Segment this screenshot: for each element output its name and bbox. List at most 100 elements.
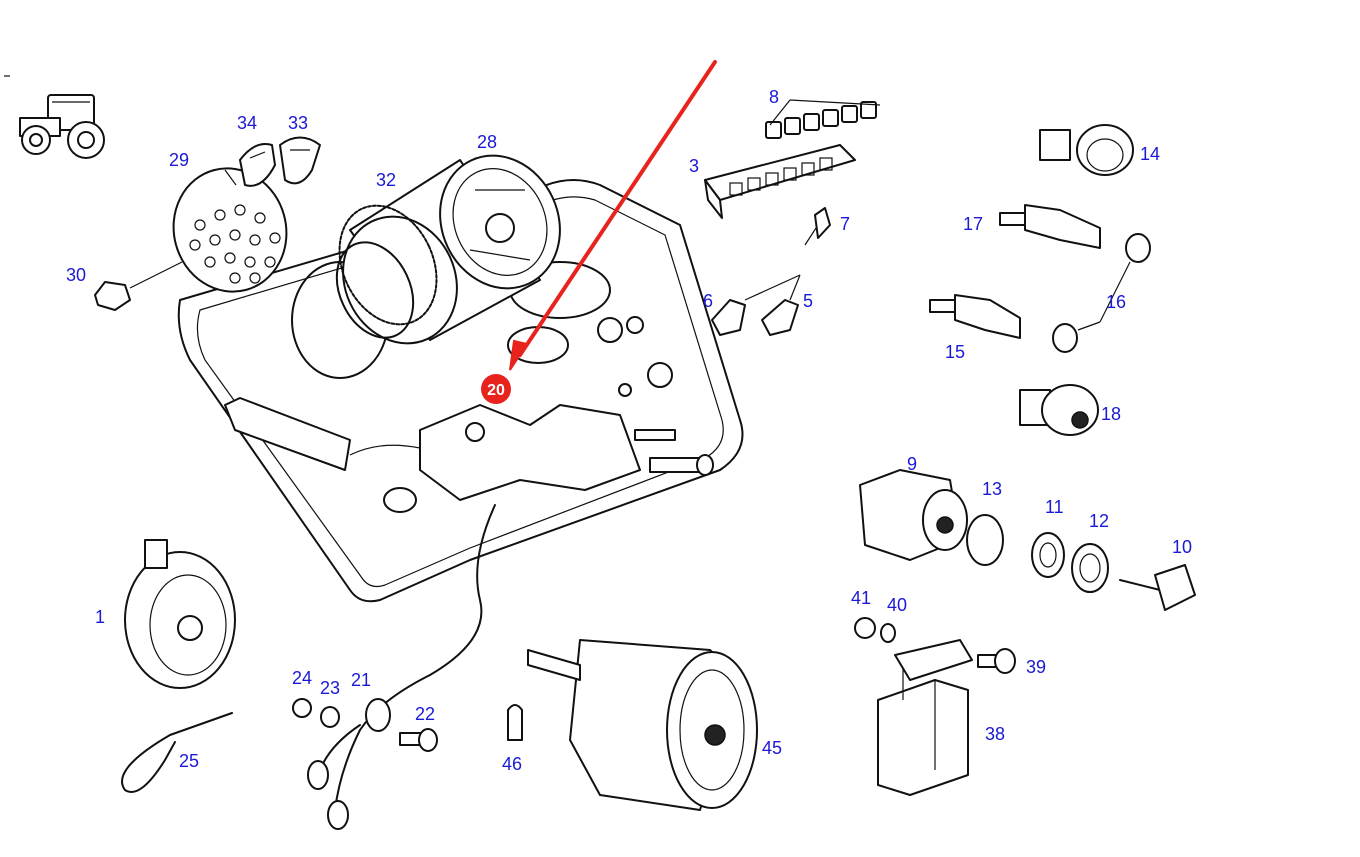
nut-11: [1031, 532, 1065, 578]
socket-hole: [264, 256, 276, 268]
label-39: 39: [1026, 657, 1046, 677]
bolt-39: [977, 648, 1016, 674]
warning-switch-14: [1039, 124, 1134, 176]
bulb-holder-6: [711, 274, 801, 336]
nut-24: [292, 698, 312, 718]
clip-30: [94, 261, 183, 311]
key-10: [1119, 564, 1196, 611]
label-34: 34: [237, 113, 257, 133]
bolt-22: [399, 728, 438, 752]
switch-cap: [765, 121, 782, 139]
socket-cover-33: [279, 136, 321, 185]
socket-hole: [189, 239, 201, 251]
callout-number: 20: [487, 382, 505, 399]
wiring-harness-21: [307, 504, 496, 830]
switch-cap: [841, 105, 858, 123]
gauge-28: [342, 154, 561, 345]
socket-hole: [229, 229, 241, 241]
leader-lines: [224, 169, 237, 186]
ignition-switch-9: [859, 469, 968, 561]
label-1: 1: [95, 607, 105, 627]
socket-hole: [269, 232, 281, 244]
ring-12: [1071, 543, 1109, 593]
label-33: 33: [288, 113, 308, 133]
switch-cap: [860, 101, 877, 119]
sensor-17: [999, 204, 1151, 263]
sensor-15: [929, 294, 1078, 353]
label-15: 15: [945, 342, 965, 362]
combination-switch-20: [224, 397, 714, 501]
tractor-icon: [4, 75, 105, 159]
switch-cap: [803, 113, 820, 131]
nut-41: [854, 617, 876, 639]
cable-tie-25: [121, 712, 233, 793]
bulb-7: [804, 207, 831, 246]
socket-hole: [204, 256, 216, 268]
label-32: 32: [376, 170, 396, 190]
socket-hole: [249, 234, 261, 246]
socket-hole: [209, 234, 221, 246]
washer-23: [320, 706, 340, 728]
label-16: 16: [1106, 292, 1126, 312]
washer-40: [880, 623, 896, 643]
part-labels: 1 3 5 6 7 8 9 10 11 12 13 14 15 16 17 18…: [66, 87, 1192, 774]
socket-hole: [249, 272, 261, 284]
label-12: 12: [1089, 511, 1109, 531]
instrument-45: [527, 639, 758, 811]
bezel-ring-32: [335, 204, 438, 339]
washer-16-lines: [1077, 261, 1131, 331]
socket-hole: [229, 272, 241, 284]
switch-slot: [729, 182, 743, 196]
switch-slot: [819, 157, 833, 171]
bulb-46: [507, 704, 523, 741]
switch-18: [1019, 384, 1099, 436]
label-23: 23: [320, 678, 340, 698]
switch-slot: [801, 162, 815, 176]
switch-block-3: [704, 144, 856, 219]
label-3: 3: [689, 156, 699, 176]
label-7: 7: [840, 214, 850, 234]
label-9: 9: [907, 454, 917, 474]
callout-badge: 20: [481, 374, 511, 404]
label-25: 25: [179, 751, 199, 771]
label-18: 18: [1101, 404, 1121, 424]
callout-arrow: [509, 60, 717, 371]
label-30: 30: [66, 265, 86, 285]
relay-38: [877, 679, 969, 796]
label-40: 40: [887, 595, 907, 615]
label-46: 46: [502, 754, 522, 774]
label-13: 13: [982, 479, 1002, 499]
socket-hole: [194, 219, 206, 231]
label-6: 6: [703, 291, 713, 311]
label-28: 28: [477, 132, 497, 152]
label-21: 21: [351, 670, 371, 690]
label-38: 38: [985, 724, 1005, 744]
socket-plate: [172, 167, 288, 293]
bracket: [894, 639, 973, 700]
label-17: 17: [963, 214, 983, 234]
switch-slot: [747, 177, 761, 191]
socket-hole: [224, 252, 236, 264]
bulb-holder-5: [761, 274, 801, 336]
switch-slot: [783, 167, 797, 181]
label-5: 5: [803, 291, 813, 311]
label-45: 45: [762, 738, 782, 758]
label-14: 14: [1140, 144, 1160, 164]
switch-cap: [784, 117, 801, 135]
label-22: 22: [415, 704, 435, 724]
cover-13: [966, 514, 1004, 566]
label-41: 41: [851, 588, 871, 608]
switch-caps-8: [765, 99, 881, 139]
socket-hole: [234, 204, 246, 216]
label-10: 10: [1172, 537, 1192, 557]
label-11: 11: [1045, 497, 1064, 517]
socket-cover-34: [239, 143, 276, 187]
label-29: 29: [169, 150, 189, 170]
label-24: 24: [292, 668, 312, 688]
socket-hole: [214, 209, 226, 221]
switch-cap: [822, 109, 839, 127]
socket-hole: [244, 256, 256, 268]
switch-slot: [765, 172, 779, 186]
horn-1: [124, 539, 236, 689]
